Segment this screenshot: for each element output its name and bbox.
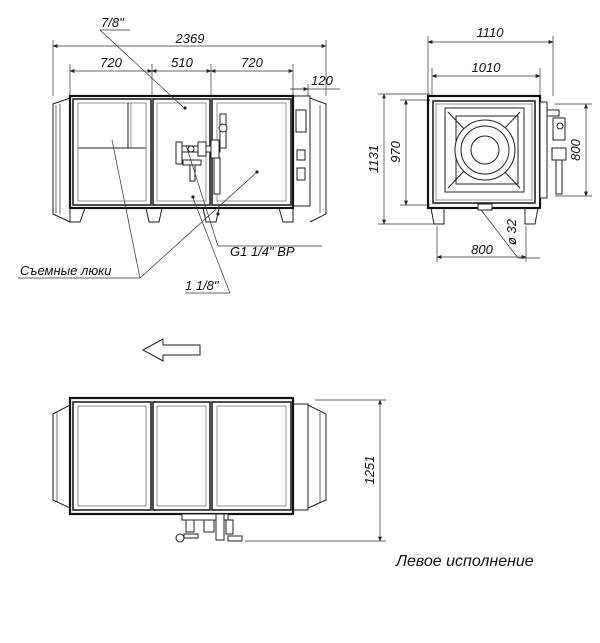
callout-hatches: Съемные люки xyxy=(20,263,112,278)
dim-pipe-diameter: ø 32 xyxy=(504,218,519,245)
dim-inner-width: 1010 xyxy=(472,60,502,75)
side-dimensions xyxy=(378,36,592,262)
dim-depth: 1251 xyxy=(362,456,377,485)
dim-right-flange: 120 xyxy=(311,73,333,88)
callout-thread: G1 1/4" BP xyxy=(230,244,295,259)
airflow-arrow-icon xyxy=(141,338,201,362)
dim-section-3: 720 xyxy=(241,55,263,70)
dim-section-1: 720 xyxy=(100,55,122,70)
dim-body-height: 970 xyxy=(388,140,403,162)
plan-view: 1251 xyxy=(52,396,386,543)
dim-section-2: 510 xyxy=(171,55,193,70)
dim-base-width: 800 xyxy=(471,242,493,257)
side-view: 1110 1010 1131 970 800 800 ø 32 xyxy=(366,25,592,262)
dim-total-height: 1131 xyxy=(366,145,381,173)
front-leaders xyxy=(18,29,322,294)
caption: Левое исполнение xyxy=(395,553,534,570)
callout-bottom: 1 1/8" xyxy=(185,278,220,293)
dim-total-width: 2369 xyxy=(175,31,205,46)
dim-duct-height: 800 xyxy=(568,138,583,160)
front-view: 2369 720 510 720 120 7/8" G1 1/4" BP 1 1… xyxy=(18,15,340,294)
front-dimensions xyxy=(52,40,340,96)
dim-outer-width: 1110 xyxy=(477,25,505,40)
front-piping xyxy=(175,109,307,216)
callout-top: 7/8" xyxy=(101,15,125,30)
